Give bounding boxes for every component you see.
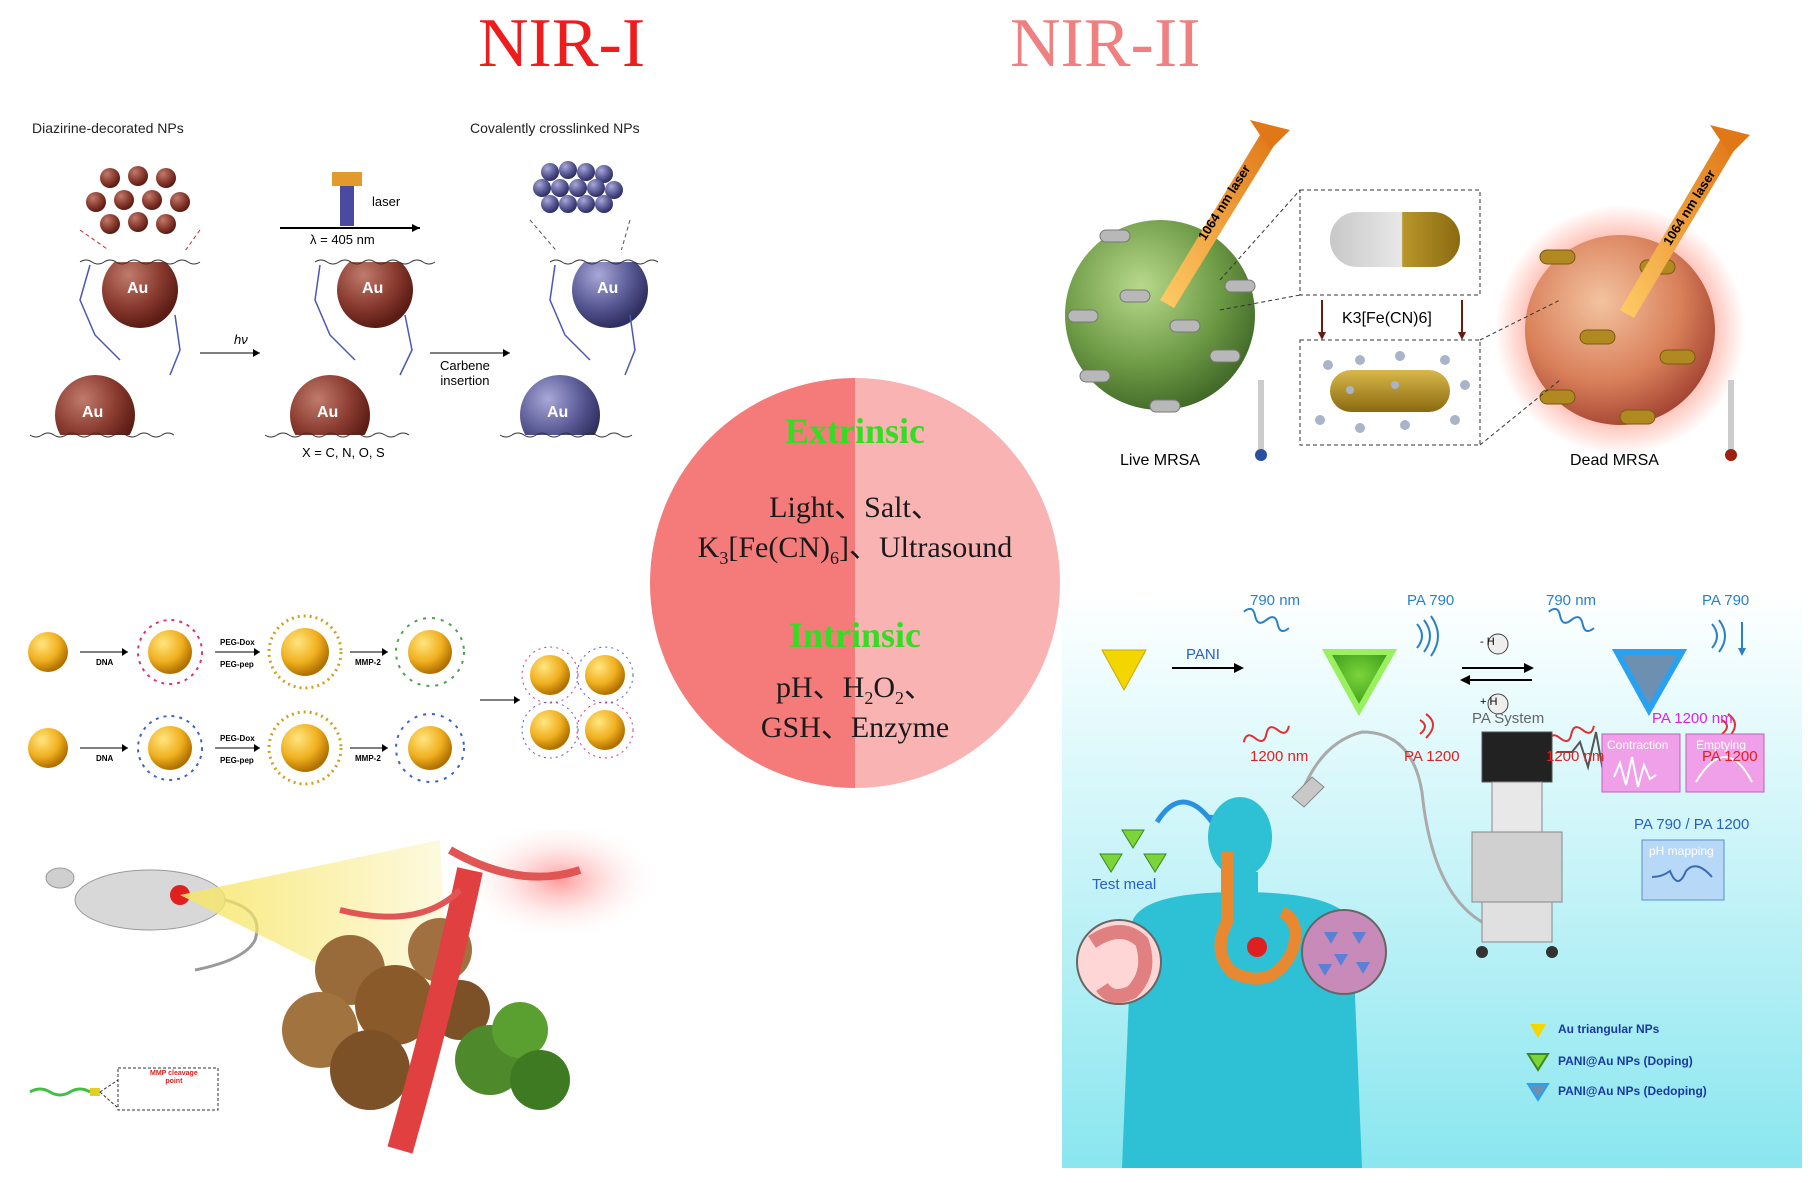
label-lambda: λ = 405 nm — [310, 232, 375, 247]
dna-svg — [28, 614, 634, 786]
label-x: X = C, N, O, S — [302, 445, 385, 460]
mmp2-label-2: MMP-2 — [355, 754, 381, 763]
pa-svg — [1076, 607, 1765, 1168]
extrinsic-line1: Light、Salt、 — [769, 491, 941, 524]
pegpep-label-2: PEG-pep — [220, 756, 254, 765]
crosslink-panel: Diazirine-decorated NPs Covalently cross… — [20, 120, 680, 480]
ph-mapping-label: pH mapping — [1649, 844, 1714, 858]
dead-mrsa-label: Dead MRSA — [1570, 452, 1659, 469]
dna-label-1: DNA — [96, 658, 114, 667]
capsule — [1330, 212, 1460, 267]
dots-purple — [533, 161, 623, 213]
nm790-a: 790 nm — [1250, 592, 1301, 609]
laser-body — [340, 186, 354, 226]
emptying-label: Emptying — [1696, 738, 1747, 752]
au-label-4: Au — [317, 404, 339, 421]
legend-item-1: PANI@Au NPs (Doping) — [1558, 1054, 1693, 1068]
pegdox-label-1: PEG-Dox — [220, 638, 255, 647]
dna-label-2: DNA — [96, 754, 114, 763]
np-cluster — [521, 646, 634, 759]
h-plus: + H — [1480, 696, 1498, 708]
h-minus: - H — [1480, 636, 1495, 648]
pa1200-a: PA 1200 — [1404, 748, 1460, 765]
np-dna-pink — [137, 619, 203, 685]
nm790-b: 790 nm — [1546, 592, 1597, 609]
label-crosslinked: Covalently crosslinked NPs — [470, 120, 640, 136]
contraction-label: Contraction — [1607, 738, 1669, 752]
label-laser: laser — [372, 194, 401, 209]
laser-head — [332, 172, 362, 186]
pa-panel: PANI 790 nm PA 790 790 nm PA 790 1200 nm… — [1062, 592, 1802, 1168]
reagent-label: K3[Fe(CN)6] — [1342, 310, 1432, 327]
mmp2-label-1: MMP-2 — [355, 658, 381, 667]
test-meal-label: Test meal — [1092, 876, 1157, 893]
extrinsic-title: Extrinsic — [785, 411, 925, 451]
laser-beam-dead — [1620, 140, 1735, 318]
dna-panel: DNA DNA PEG-Dox PEG-pep PEG-Dox PEG-pep … — [20, 600, 640, 810]
nm1200-b: 1200 nm — [1546, 748, 1605, 765]
circle-text-group: Extrinsic Light、Salt、 K3[Fe(CN)6]、Ultras… — [645, 378, 1065, 788]
intrinsic-line2: GSH、Enzyme — [760, 711, 950, 744]
rod-box — [1299, 339, 1481, 446]
pani-triangle-green — [1321, 649, 1398, 717]
dots-brown — [86, 166, 190, 234]
gold-rod — [1330, 370, 1450, 412]
pegpep-label-1: PEG-pep — [220, 660, 254, 669]
au-label-2: Au — [82, 404, 104, 421]
label-diazirine: Diazirine-decorated NPs — [32, 120, 184, 136]
live-mrsa-label: Live MRSA — [1120, 452, 1201, 469]
au-label-5: Au — [597, 280, 619, 297]
blood-vessel — [387, 867, 483, 1154]
mrsa-panel: 1064 nm laser 1064 nm laser Live MRSA De… — [1060, 120, 1780, 480]
capsule-box — [1299, 189, 1481, 296]
pegdox-label-2: PEG-Dox — [220, 734, 255, 743]
nir1-heading: NIR-I — [478, 5, 646, 82]
label-hv: hν — [234, 332, 248, 347]
emptying-box — [1685, 733, 1765, 793]
pa1200nm-label: PA 1200 nm — [1652, 710, 1733, 727]
circle-shape — [650, 378, 1060, 788]
tumor-svg — [29, 820, 660, 1154]
ratio-label: PA 790 / PA 1200 — [1634, 816, 1750, 833]
au-label-1: Au — [127, 280, 149, 297]
pa790-a: PA 790 — [1407, 592, 1455, 609]
intrinsic-title: Intrinsic — [788, 615, 921, 655]
crosslink-svg — [20, 161, 670, 465]
au-particles — [20, 250, 670, 465]
pa1200-b: PA 1200 — [1702, 748, 1758, 765]
extrinsic-line2: K3[Fe(CN)6]、Ultrasound — [697, 531, 1013, 568]
dead-bacterium — [1525, 235, 1715, 425]
au-label-6: Au — [547, 404, 569, 421]
ph-mapping-box — [1641, 839, 1725, 901]
nir2-heading: NIR-II — [1010, 5, 1201, 82]
nm1200-a: 1200 nm — [1250, 748, 1309, 765]
center-circle — [650, 378, 1060, 788]
intrinsic-line1: pH、H2O2、 — [775, 671, 934, 708]
pa-system-label: PA System — [1472, 710, 1545, 727]
live-bacterium — [1065, 220, 1255, 410]
stomach — [1214, 852, 1302, 985]
au-triangle — [1101, 649, 1147, 692]
pani-label: PANI — [1186, 646, 1220, 663]
mrsa-svg — [1065, 120, 1750, 461]
pa-system-machine — [1471, 731, 1563, 958]
pani-triangle-blue — [1611, 649, 1688, 717]
au-label-3: Au — [362, 280, 384, 297]
pa790-b: PA 790 — [1702, 592, 1750, 609]
laser-beam-live — [1160, 135, 1275, 308]
legend-item-0: Au triangular NPs — [1558, 1022, 1660, 1036]
contraction-box — [1601, 733, 1681, 793]
legend-item-2: PANI@Au NPs (Dedoping) — [1558, 1084, 1707, 1098]
inset-right — [1301, 909, 1387, 995]
